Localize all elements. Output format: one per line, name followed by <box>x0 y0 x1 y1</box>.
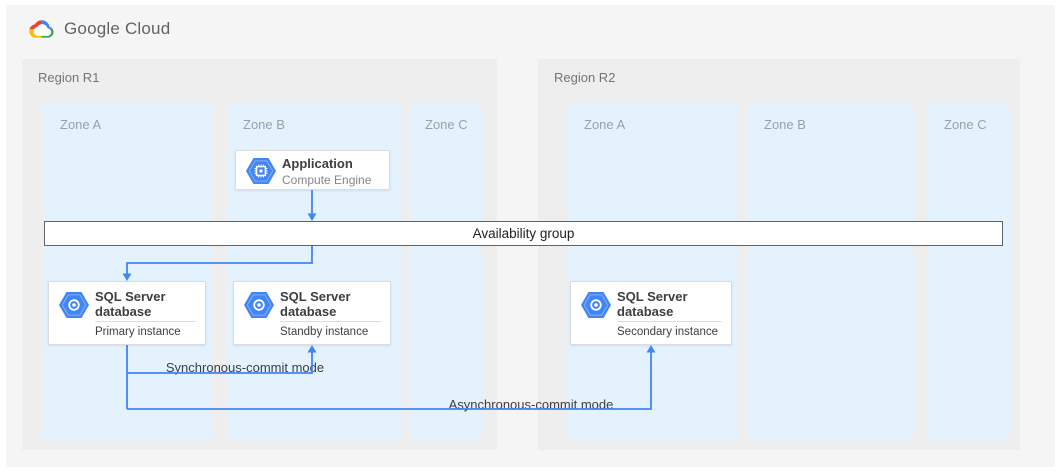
sql-standby-card: SQL Server database Standby instance <box>233 281 391 345</box>
card-divider <box>617 321 722 322</box>
google-cloud-logo-text: Google Cloud <box>64 19 171 38</box>
sql-standby-subtitle: Standby instance <box>280 326 369 338</box>
zone-label: Zone A <box>60 117 102 132</box>
cloud-sql-icon <box>59 292 89 323</box>
application-card: Application Compute Engine <box>235 150 390 190</box>
application-title: Application <box>282 156 353 171</box>
sql-primary-subtitle: Primary instance <box>95 326 181 338</box>
availability-group-label: Availability group <box>472 226 575 241</box>
sync-commit-label: Synchronous-commit mode <box>165 360 325 375</box>
zone-label: Zone B <box>243 117 285 132</box>
sql-primary-card: SQL Server database Primary instance <box>48 281 206 345</box>
sql-standby-title: SQL Server database <box>280 289 351 319</box>
region-r1-zone-a: Zone A <box>44 103 211 439</box>
sql-secondary-title: SQL Server database <box>617 289 688 319</box>
diagram-canvas: Google Cloud Region R1 Region R2 Zone A … <box>6 5 1055 467</box>
card-divider <box>95 321 196 322</box>
google-cloud-logo: Google Cloud <box>28 18 170 40</box>
zone-label: Zone C <box>944 117 987 132</box>
zone-label: Zone A <box>584 117 626 132</box>
async-commit-label: Asynchronous-commit mode <box>448 397 614 412</box>
sql-secondary-card: SQL Server database Secondary instance <box>570 281 732 345</box>
cloud-sql-icon <box>244 292 274 323</box>
region-r2-zone-c: Zone C <box>928 103 1010 439</box>
zone-label: Zone C <box>425 117 468 132</box>
zone-label: Zone B <box>764 117 806 132</box>
card-divider <box>280 321 381 322</box>
region-r2-label: Region R2 <box>554 70 616 85</box>
application-subtitle: Compute Engine <box>282 173 372 187</box>
sql-secondary-subtitle: Secondary instance <box>617 326 719 338</box>
availability-group-bar: Availability group <box>44 221 1003 246</box>
region-r2-zone-a: Zone A <box>568 103 737 439</box>
sql-primary-title: SQL Server database <box>95 289 166 319</box>
cloud-sql-icon <box>581 292 611 323</box>
region-r2-zone-b: Zone B <box>748 103 913 439</box>
google-cloud-logo-icon <box>29 20 54 38</box>
region-r1-zone-c: Zone C <box>409 103 481 439</box>
region-r1-label: Region R1 <box>38 70 100 85</box>
compute-engine-icon <box>246 158 276 189</box>
